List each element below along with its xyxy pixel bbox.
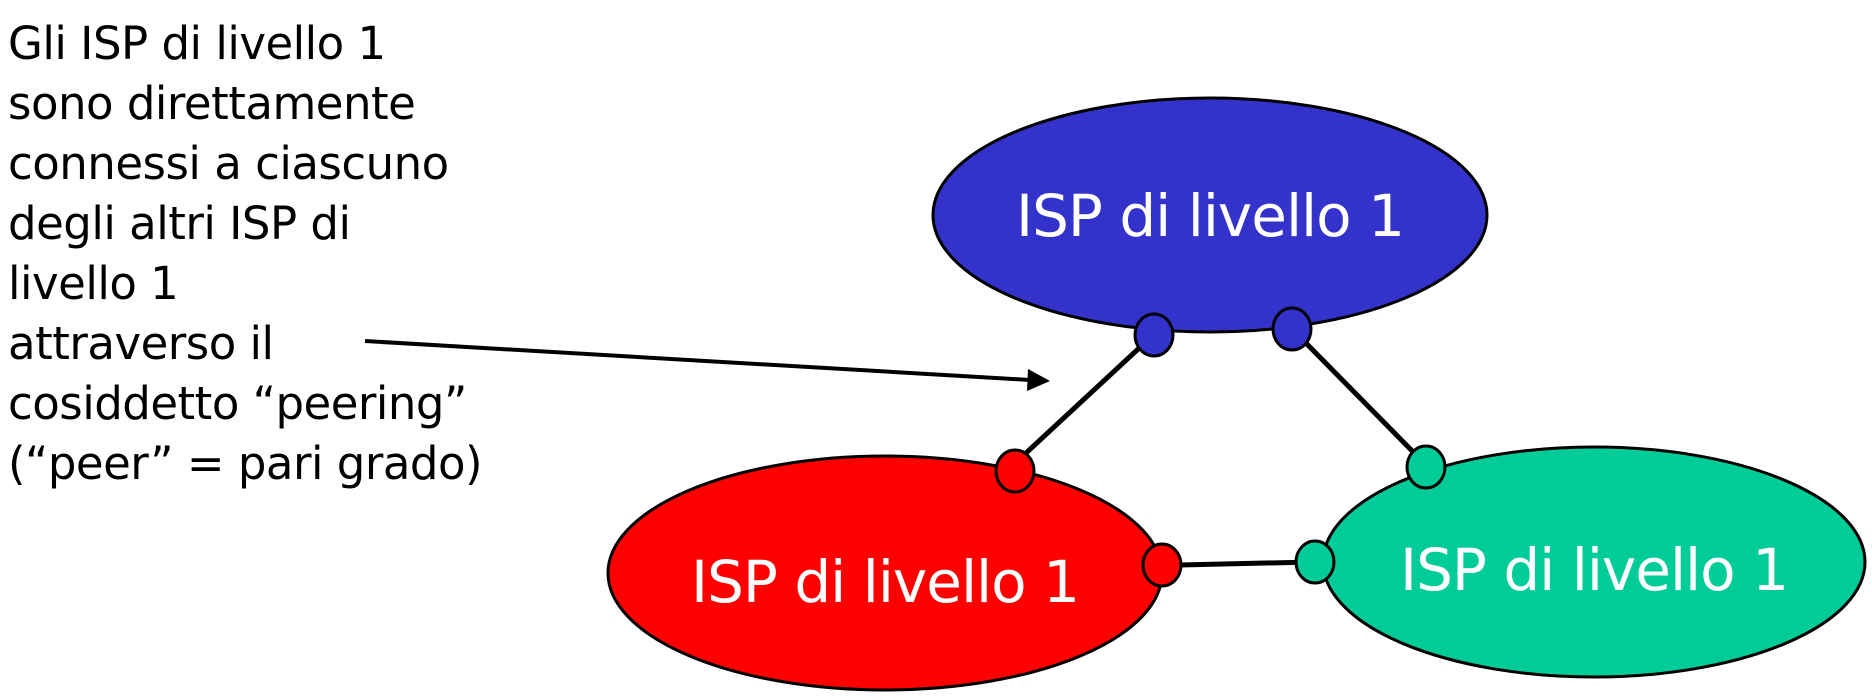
- port-top-right: [1271, 306, 1313, 352]
- port-right-left: [1294, 539, 1336, 585]
- caption-line: connessi a ciascuno: [8, 137, 449, 190]
- caption-line: cosiddetto “peering”: [8, 377, 467, 430]
- port-left-top: [994, 448, 1036, 494]
- isp-node-top-label: ISP di livello 1: [1016, 182, 1404, 250]
- caption-line: attraverso il: [8, 317, 274, 370]
- link-top-left: [1010, 336, 1152, 468]
- isp-node-right-label: ISP di livello 1: [1400, 536, 1788, 604]
- link-top-right: [1298, 335, 1428, 467]
- caption-line: sono direttamente: [8, 77, 416, 130]
- isp-node-right: ISP di livello 1: [1321, 445, 1867, 679]
- link-left-right: [1179, 559, 1313, 568]
- caption-text-block: Gli ISP di livello 1 sono direttamente c…: [8, 14, 483, 494]
- caption-line: (“peer” = pari grado): [8, 437, 483, 490]
- caption-line: Gli ISP di livello 1: [8, 17, 386, 70]
- port-right-top: [1405, 444, 1447, 490]
- caption-line: degli altri ISP di: [8, 197, 351, 250]
- isp-node-left: ISP di livello 1: [606, 454, 1164, 692]
- port-left-right: [1141, 542, 1183, 588]
- isp-node-top: ISP di livello 1: [931, 96, 1489, 334]
- port-top-left: [1133, 312, 1175, 358]
- caption-line: livello 1: [8, 257, 179, 310]
- arrow-right-icon: [364, 339, 1050, 391]
- isp-node-left-label: ISP di livello 1: [691, 548, 1079, 616]
